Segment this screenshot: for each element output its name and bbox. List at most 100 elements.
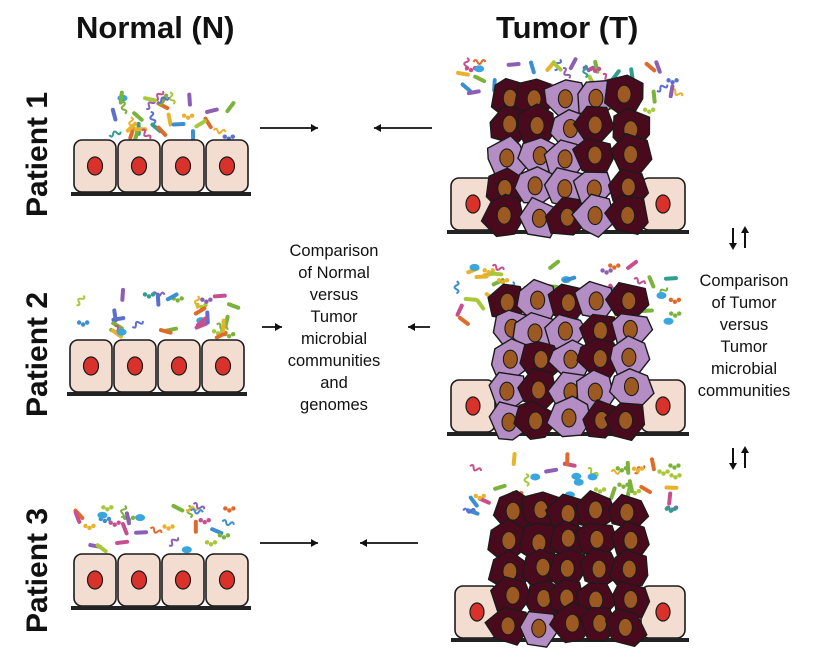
coccus	[225, 533, 231, 538]
rod-bacterium	[506, 62, 521, 67]
tumor-nucleus	[623, 144, 639, 164]
tumor-nucleus	[499, 381, 515, 401]
cell-nucleus	[214, 356, 232, 376]
cell-nucleus	[218, 570, 236, 590]
coccus	[669, 473, 674, 478]
coccus	[625, 482, 630, 487]
coccus	[105, 507, 110, 512]
coccus	[198, 517, 203, 523]
rod-bacterium	[668, 84, 675, 99]
cell-nucleus	[126, 356, 144, 376]
coccus	[504, 278, 510, 283]
cell-nucleus	[655, 396, 671, 416]
rod-bacterium	[214, 330, 228, 340]
spiral-bacterium	[523, 473, 530, 487]
rod-bacterium	[654, 60, 662, 74]
rod-bacterium	[120, 522, 129, 536]
updown-arrows-lower	[729, 446, 749, 470]
rod-bacterium	[171, 503, 185, 513]
coccus	[80, 322, 86, 327]
coccus	[166, 526, 171, 531]
tumor-nucleus	[533, 349, 549, 370]
arrow-normal-to-center-row-1	[260, 124, 318, 132]
rod-bacterium	[120, 287, 126, 302]
coccus	[204, 540, 210, 545]
coccus	[142, 292, 148, 297]
spiral-bacterium	[108, 130, 122, 138]
spiral-bacterium	[582, 64, 589, 79]
spiral-bacterium	[562, 67, 572, 79]
spiral-bacterium	[221, 519, 235, 527]
tumor-nucleus	[564, 613, 580, 633]
spiral-bacterium	[154, 90, 165, 102]
spiral-bacterium	[192, 502, 206, 510]
rod-bacterium	[95, 543, 108, 554]
coccus	[665, 469, 670, 474]
coccus	[677, 311, 682, 316]
tumor-tissue-patient-3	[451, 489, 689, 648]
yeast-cell	[530, 473, 541, 481]
cell-nucleus	[130, 570, 148, 590]
coccus	[221, 535, 227, 540]
coccus	[612, 265, 617, 270]
coccus	[642, 107, 648, 112]
tumor-nucleus	[557, 149, 573, 169]
rod-bacterium	[562, 275, 577, 283]
rod-bacterium	[155, 292, 161, 307]
rod-bacterium	[468, 495, 479, 508]
tumor-nucleus	[618, 410, 634, 431]
yeast-cell	[97, 511, 108, 519]
rod-bacterium	[225, 101, 236, 114]
spiral-bacterium	[168, 537, 180, 547]
tumor-tissue-patient-2	[447, 278, 689, 442]
yeast-cell	[573, 478, 584, 486]
rod-bacterium	[111, 316, 126, 322]
coccus	[212, 540, 218, 545]
rod-bacterium	[544, 467, 559, 474]
rod-bacterium	[115, 539, 130, 546]
rod-bacterium	[226, 302, 241, 310]
coccus	[231, 506, 236, 511]
coccus	[217, 533, 223, 538]
coccus	[601, 487, 607, 492]
cell-nucleus	[655, 602, 671, 622]
coccus	[619, 468, 624, 473]
tumor-nucleus	[502, 114, 518, 134]
tumor-nucleus	[535, 557, 551, 577]
rod-bacterium	[158, 328, 173, 335]
cell-nucleus	[655, 194, 671, 214]
coccus	[631, 466, 637, 471]
tumor-nucleus	[622, 319, 638, 340]
rod-bacterium	[639, 484, 652, 495]
normal-tissue-patient-3	[71, 553, 251, 610]
cell-nucleus	[174, 570, 192, 590]
cell-nucleus	[218, 156, 236, 176]
basement-membrane	[71, 606, 251, 610]
spiral-bacterium	[633, 276, 647, 285]
tumor-nucleus	[528, 411, 544, 431]
rod-bacterium	[565, 452, 570, 467]
tumor-nucleus	[587, 115, 603, 135]
tumor-vs-tumor-caption: Comparison of Tumor versus Tumor microbi…	[697, 272, 791, 400]
coccus	[673, 313, 678, 318]
spiral-bacterium	[469, 464, 482, 472]
arrow-tumor-to-center-row-1	[374, 124, 432, 132]
coccus	[600, 268, 605, 273]
coccus	[181, 113, 187, 118]
tumor-nucleus	[589, 529, 605, 549]
rod-bacterium	[667, 491, 673, 506]
coccus	[102, 518, 108, 524]
coccus	[109, 505, 114, 510]
tumor-nucleus	[505, 501, 521, 521]
spiral-bacterium	[156, 96, 170, 104]
tumor-column-header: Tumor (T)	[496, 10, 639, 45]
tumor-nucleus	[623, 589, 639, 609]
rod-bacterium	[625, 460, 631, 475]
tumor-nucleus	[619, 502, 635, 522]
normal-column-header: Normal (N)	[76, 10, 235, 45]
tumor-nucleus	[531, 533, 547, 553]
rod-bacterium	[562, 461, 577, 468]
rod-bacterium	[460, 82, 473, 94]
spiral-bacterium	[671, 88, 684, 97]
spiral-bacterium	[491, 263, 505, 271]
